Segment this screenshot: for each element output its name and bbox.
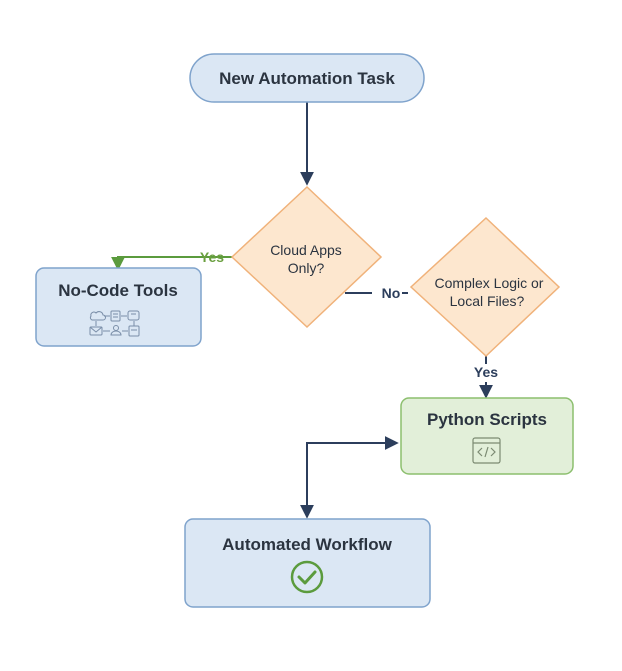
edge-cloud-yes-to-nocode [111, 256, 232, 271]
automated-workflow-label: Automated Workflow [222, 535, 392, 554]
start-node [189, 53, 425, 103]
decision-cloud-apps [230, 185, 383, 329]
python-scripts-node [400, 397, 574, 475]
start-node-label: New Automation Task [219, 69, 395, 88]
nocode-tools-label: No-Code Tools [58, 281, 178, 300]
edge-label-cloud-no: No [382, 285, 401, 301]
decision-complex-logic-line2: Local Files? [450, 293, 525, 309]
edge-workflow-to-python [300, 436, 399, 519]
app-integration-icons [89, 310, 140, 337]
edge-label-complex-yes: Yes [474, 364, 498, 380]
check-circle-icon [290, 560, 324, 594]
python-scripts-label: Python Scripts [427, 410, 547, 429]
decision-cloud-apps-line1: Cloud Apps [270, 242, 342, 258]
code-window-icon [472, 437, 501, 464]
edge-label-cloud-yes: Yes [200, 249, 224, 265]
nocode-tools-node [35, 267, 202, 347]
decision-cloud-apps-line2: Only? [288, 260, 325, 276]
decision-complex-logic [409, 216, 561, 358]
decision-complex-logic-line1: Complex Logic or [435, 275, 544, 291]
